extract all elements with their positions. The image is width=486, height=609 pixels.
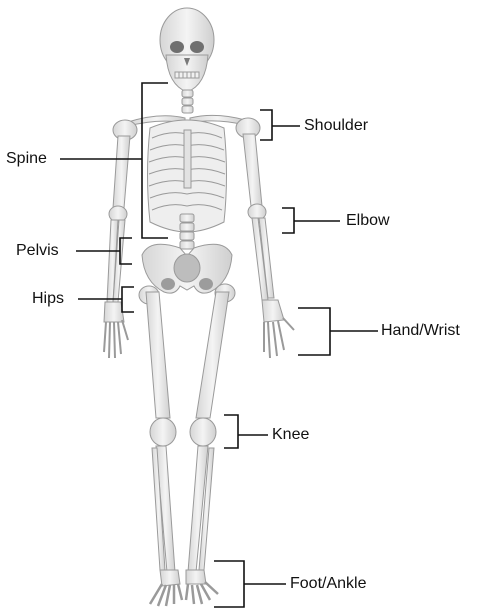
shoulder-bracket bbox=[260, 110, 272, 140]
hand-wrist-bracket bbox=[298, 308, 330, 355]
label-pelvis: Pelvis bbox=[16, 242, 59, 260]
label-knee: Knee bbox=[272, 426, 309, 444]
label-foot-ankle: Foot/Ankle bbox=[290, 575, 366, 593]
foot-ankle-bracket bbox=[214, 561, 244, 607]
label-spine: Spine bbox=[6, 150, 47, 168]
hips-bracket bbox=[122, 287, 134, 312]
label-elbow: Elbow bbox=[346, 212, 390, 230]
label-shoulder: Shoulder bbox=[304, 117, 368, 135]
knee-bracket bbox=[224, 415, 238, 448]
label-hips: Hips bbox=[32, 290, 64, 308]
label-hand-wrist: Hand/Wrist bbox=[381, 322, 460, 340]
spine-bracket bbox=[142, 83, 168, 238]
elbow-bracket bbox=[282, 208, 294, 233]
pelvis-bracket bbox=[120, 238, 132, 264]
